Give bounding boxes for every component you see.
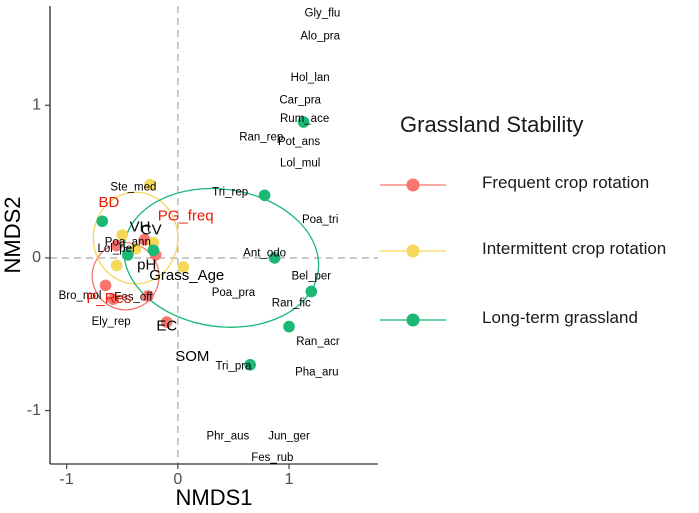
point-s2-7 [283,320,295,333]
nmds-plot: Gly_fluAlo_praHol_lanCar_praRum_aceRan_r… [0,6,378,510]
variable-label-0: BD [99,194,120,211]
species-label-19: Ely_rep [92,316,131,328]
point-s1-1 [116,229,129,241]
species-label-0: Gly_flu [305,8,341,20]
species-label-12: Lol_per [98,243,137,255]
x-tick-label-0: -1 [60,471,74,488]
variable-label-6: P_Res [86,290,131,307]
y-tick-label-2: 1 [32,96,41,113]
point-s0-1 [99,279,112,292]
species-label-17: Poa_pra [212,287,256,299]
species-label-6: Pot_ans [278,136,320,148]
species-label-11: Poa_ann [105,237,151,249]
legend: Grassland Stability Frequent crop rotati… [378,108,699,348]
species-labels: Gly_fluAlo_praHol_lanCar_praRum_aceRan_r… [59,8,341,464]
point-s2-5 [297,116,310,128]
point-s2-3 [258,189,271,202]
point-s2-1 [122,249,134,261]
point-s1-4 [177,261,190,273]
species-label-9: Tri_rep [212,186,248,198]
species-label-1: Alo_pra [300,31,340,43]
x-tick-label-2: 1 [285,471,294,488]
species-label-21: Tri_pra [215,360,252,372]
point-s1-0 [144,178,156,191]
y-tick-label-1: 0 [32,249,41,266]
variable-label-4: pH [137,257,156,274]
point-s2-8 [244,358,256,371]
y-axis-title: NMDS2 [0,196,25,273]
variable-label-5: Grass_Age [149,267,224,284]
legend-key-longterm [380,313,446,327]
species-label-25: Fes_rub [251,452,293,464]
legend-item-frequent: Frequent crop rotation [378,170,699,200]
species-label-14: Bel_per [291,270,331,282]
variable-label-3: CV [141,221,162,238]
legend-key-frequent [380,178,446,192]
species-label-20: Ran_acr [296,336,340,348]
point-s2-6 [305,285,318,298]
species-label-4: Rum_ace [280,113,329,125]
point-s2-2 [147,244,160,257]
legend-title: Grassland Stability [400,112,584,137]
x-tick-label-1: 0 [173,471,182,488]
species-label-13: Ant_odo [243,247,286,259]
x-axis-title: NMDS1 [175,485,252,510]
variable-label-8: SOM [175,348,209,365]
legend-label-longterm: Long-term grassland [482,308,638,327]
ellipse-2 [123,187,320,328]
species-label-18: Ran_fic [272,298,311,310]
species-label-24: Jun_ger [268,431,310,443]
species-label-10: Poa_tri [302,214,338,226]
species-label-5: Ran_rep [239,131,283,143]
variable-label-2: VH [130,218,151,235]
point-s0-0 [107,293,120,305]
point-s0-6 [160,316,173,328]
point-s0-5 [142,290,154,302]
legend-item-intermittent: Intermittent crop rotation [378,236,699,266]
legend-label-frequent: Frequent crop rotation [482,173,650,192]
point-s0-3 [138,233,151,246]
species-label-3: Car_pra [279,95,321,107]
species-label-22: Pha_aru [295,366,338,378]
species-label-2: Hol_lan [291,72,330,84]
point-s2-0 [96,215,109,228]
sample-points [96,116,318,371]
species-label-16: Fes_off [114,292,153,304]
point-s1-2 [129,242,142,255]
y-tick-label-0: -1 [27,402,41,419]
point-s0-2 [110,239,123,252]
species-label-8: Ste_med [110,182,156,194]
variable-label-7: EC [156,318,177,335]
legend-label-intermittent: Intermittent crop rotation [482,239,667,258]
legend-item-longterm: Long-term grassland [378,305,699,335]
variable-label-1: PG_freq [158,208,214,225]
species-label-15: Bro_mol [59,290,102,302]
point-s1-5 [110,259,123,272]
species-label-23: Phr_aus [206,431,249,443]
legend-key-intermittent [380,244,446,258]
point-s2-4 [268,252,281,264]
species-label-7: Lol_mul [280,157,320,169]
